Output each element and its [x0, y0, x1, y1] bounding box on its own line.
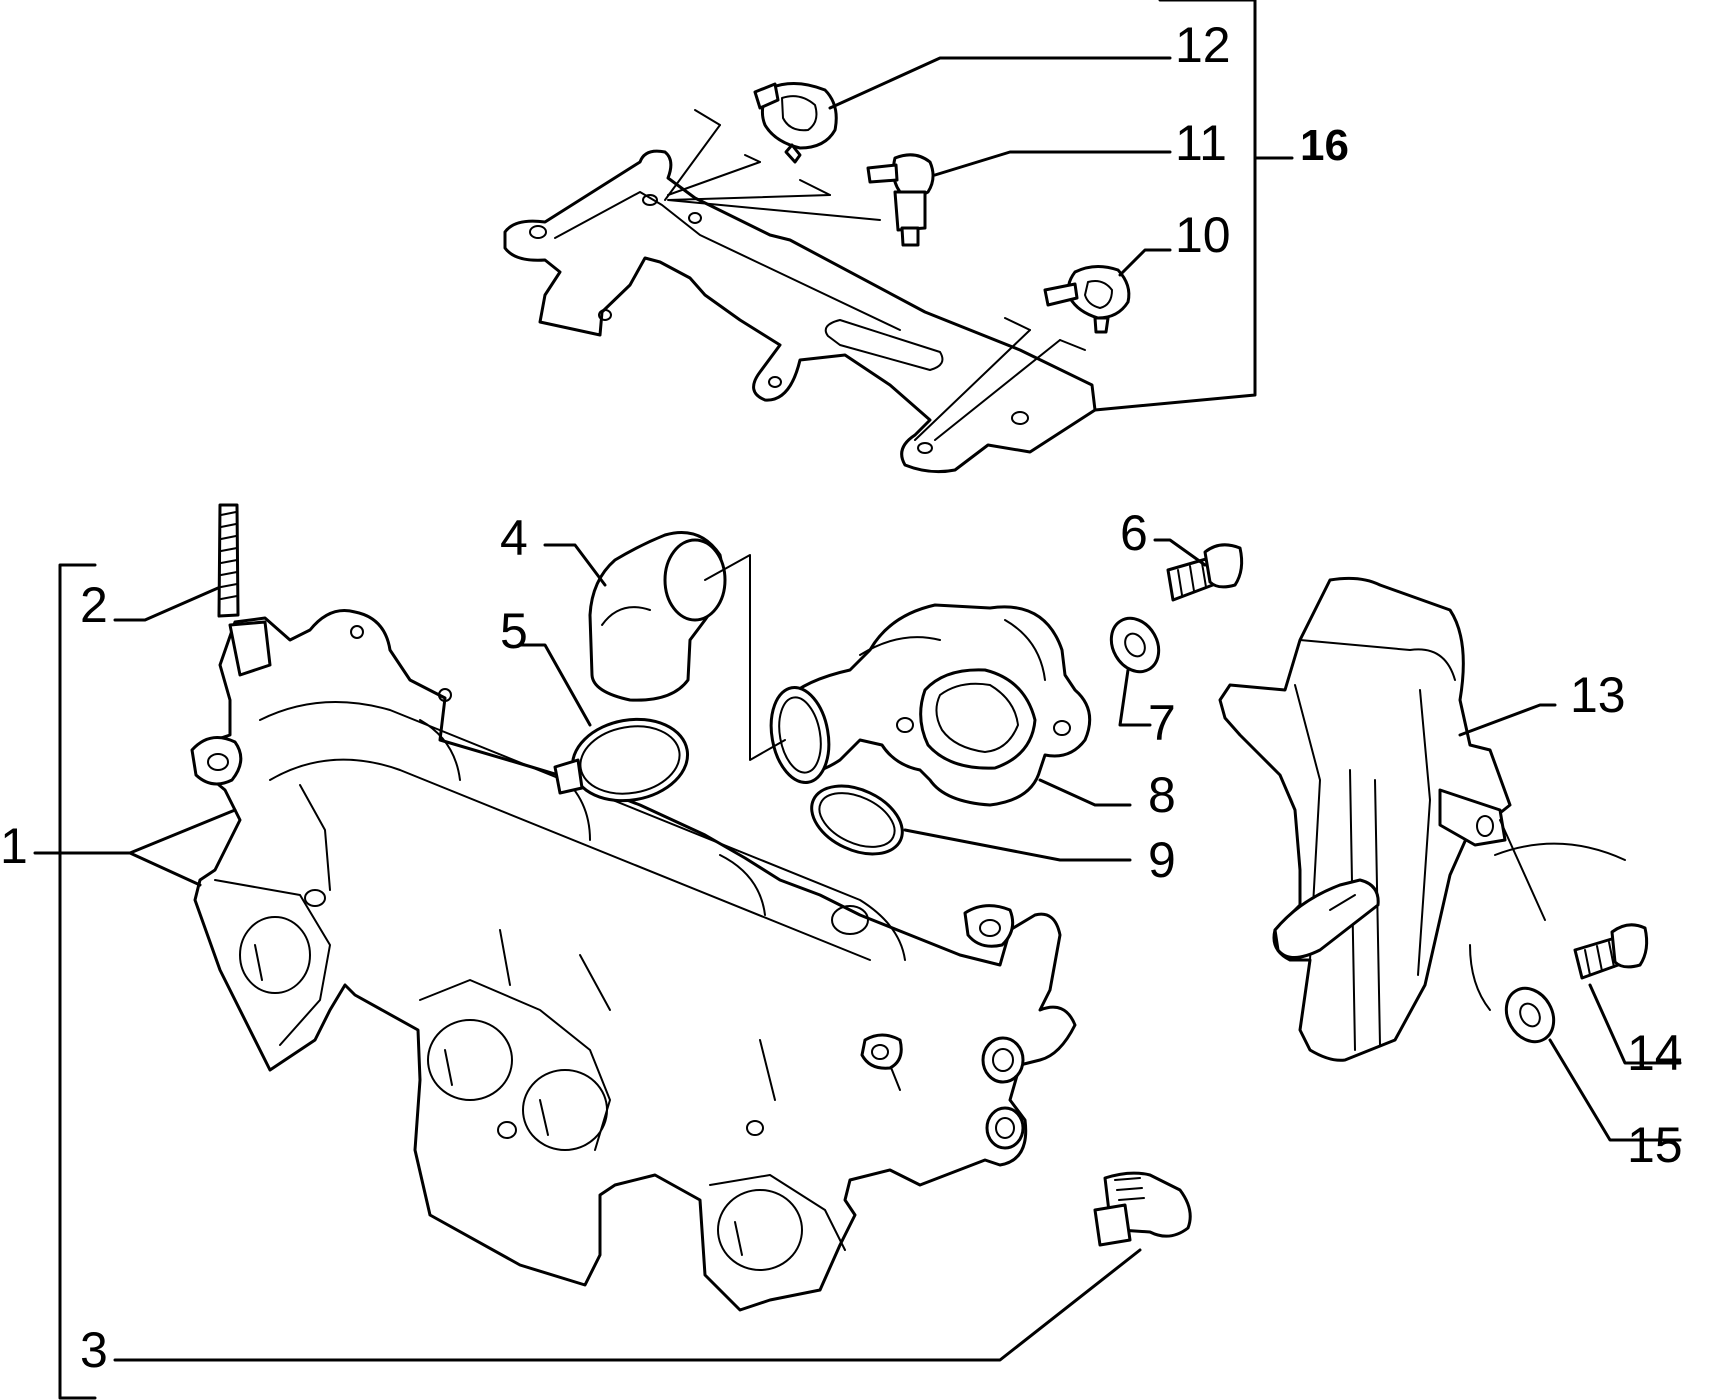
part-washer-7 — [1109, 616, 1161, 674]
part-clip-12 — [753, 82, 838, 164]
callout-3: 3 — [80, 1322, 108, 1378]
part-stud — [217, 503, 240, 618]
callout-7: 7 — [1148, 695, 1176, 751]
part-bolt-14 — [1573, 923, 1649, 980]
part-washer-15 — [1504, 986, 1556, 1044]
callout-1: 1 — [0, 818, 28, 874]
part-bracket-plate — [503, 109, 1097, 474]
callout-2: 2 — [80, 577, 108, 633]
callout-15: 15 — [1627, 1117, 1683, 1173]
callout-14: 14 — [1627, 1025, 1683, 1081]
callout-11: 11 — [1175, 115, 1227, 171]
callout-6: 6 — [1120, 505, 1148, 561]
callout-10: 10 — [1175, 207, 1231, 263]
callout-8: 8 — [1148, 767, 1176, 823]
part-hose-clamp — [553, 717, 690, 803]
callout-16: 16 — [1300, 121, 1349, 170]
part-clip-10 — [1043, 265, 1131, 334]
part-heat-shield — [1218, 576, 1512, 1062]
callout-labels: 1 2 3 4 5 6 7 8 9 10 11 12 13 14 15 16 — [0, 17, 1683, 1378]
leader-lines — [33, 0, 1682, 1400]
callout-12: 12 — [1175, 17, 1231, 73]
part-clip-11 — [866, 153, 935, 247]
callout-9: 9 — [1148, 832, 1176, 888]
part-outlet-pipe — [769, 603, 1092, 807]
part-fitting-3 — [1093, 1171, 1192, 1247]
callout-4: 4 — [500, 510, 528, 566]
part-hose-elbow — [588, 531, 727, 702]
part-intake-manifold — [190, 609, 1077, 1312]
callout-13: 13 — [1570, 667, 1626, 723]
part-bolt-6 — [1166, 543, 1244, 602]
callout-5: 5 — [500, 603, 528, 659]
part-o-ring — [810, 784, 904, 856]
